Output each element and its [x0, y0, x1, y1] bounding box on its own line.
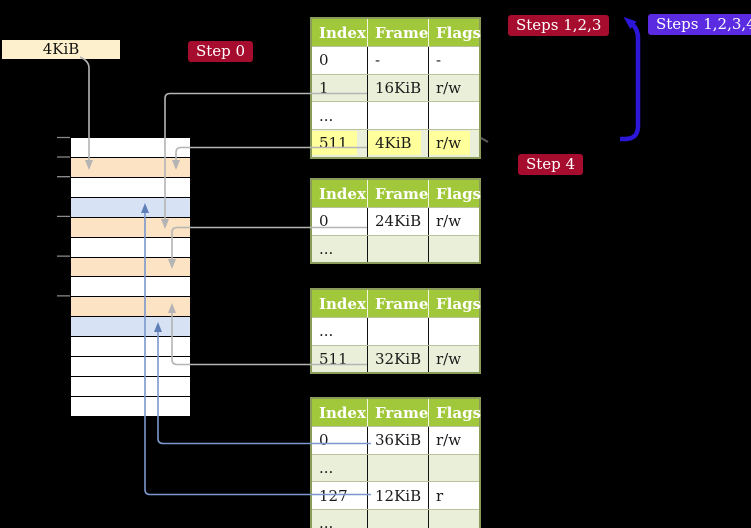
table-cell: ... [319, 240, 334, 259]
table-cell [367, 102, 428, 130]
header-cell-flags: Flags [428, 19, 481, 46]
header-cell-index: Index [319, 294, 366, 313]
t1-entry511-right-stub [480, 137, 489, 143]
header-cell-flags: Flags [428, 180, 481, 207]
table-cell: 0 [319, 212, 329, 231]
memory-row-mapped-page [71, 317, 190, 338]
highlighted-value: 511 [312, 131, 357, 156]
table-cell: - [428, 47, 479, 74]
table-cell: r/w [428, 208, 479, 235]
table-cell [428, 454, 479, 482]
table-cell: 0 [319, 51, 329, 70]
frame-4kib-label: 4KiB [42, 40, 80, 58]
table-cell [367, 235, 428, 263]
header-cell-frame: Frame [367, 399, 428, 426]
step0-badge: Step 0 [188, 41, 254, 62]
frame-4kib-box: 4KiB [2, 40, 120, 59]
table-cell [367, 454, 428, 482]
table-cell: 4KiB [367, 130, 428, 157]
table-row: ... [312, 453, 479, 482]
table-cell: 127 [319, 486, 348, 505]
table-cell: ... [319, 322, 334, 341]
table-cell: r/w [428, 130, 479, 157]
physical-memory-column [70, 137, 191, 417]
table-cell: 36KiB [367, 427, 428, 454]
table-cell: 511 [312, 130, 367, 157]
table-row: ... [312, 234, 479, 263]
memory-row-free [71, 377, 190, 397]
memory-row-free [71, 337, 190, 358]
table-cell: ... [319, 514, 334, 528]
memory-row-free [71, 277, 190, 298]
table-cell: 12KiB [367, 482, 428, 510]
memory-row-free [71, 138, 190, 158]
memory-address-ticks [57, 136, 70, 297]
table-row: ... [312, 101, 479, 130]
table-cell: r/w [428, 345, 479, 373]
memory-row-free [71, 237, 190, 258]
table-cell [428, 102, 479, 130]
header-cell-flags: Flags [428, 290, 481, 317]
steps123-badge: Steps 1,2,3 [508, 15, 610, 36]
table-cell [367, 510, 428, 528]
memory-row-page-table [71, 157, 190, 178]
table-cell: ... [319, 459, 334, 478]
memory-row-free [71, 357, 190, 378]
header-cell-frame: Frame [367, 180, 428, 207]
table-cell: ... [319, 106, 334, 125]
table-cell [428, 510, 479, 528]
header-cell-frame: Frame [367, 19, 428, 46]
highlighted-value: r/w [429, 131, 471, 156]
memory-row-free [71, 177, 190, 198]
table-cell [428, 318, 479, 345]
table-cell: r [428, 482, 479, 510]
table-cell [367, 318, 428, 345]
table-cell: 16KiB [367, 74, 428, 102]
header-cell-flags: Flags [428, 399, 481, 426]
highlighted-value: 4KiB [368, 131, 421, 156]
table-row: 0 -- [312, 46, 479, 74]
table-cell: 511 [319, 350, 348, 369]
table-cell [428, 235, 479, 263]
table-row: 511 4KiB r/w [312, 129, 479, 157]
table-cell: 1 [319, 79, 329, 98]
memory-row-page-table [71, 257, 190, 278]
table-row: ... [312, 509, 479, 528]
table-cell: r/w [428, 427, 479, 454]
memory-row-page-table [71, 297, 190, 318]
header-cell-index: Index [319, 184, 366, 203]
table-cell: 32KiB [367, 345, 428, 373]
table-row: ... [312, 317, 479, 345]
steps1234-badge: Steps 1,2,3,4 [648, 14, 751, 35]
header-cell-index: Index [319, 23, 366, 42]
table-cell: 0 [319, 431, 329, 450]
recursive-loop-arrow [620, 16, 641, 142]
table-cell: - [367, 47, 428, 74]
memory-row-mapped-page [71, 197, 190, 218]
table-cell: r/w [428, 74, 479, 102]
header-cell-frame: Frame [367, 290, 428, 317]
header-cell-index: Index [319, 403, 366, 422]
memory-row-free [71, 396, 190, 416]
step4-badge: Step 4 [518, 154, 584, 175]
memory-row-page-table [71, 217, 190, 238]
table-cell: 24KiB [367, 208, 428, 235]
